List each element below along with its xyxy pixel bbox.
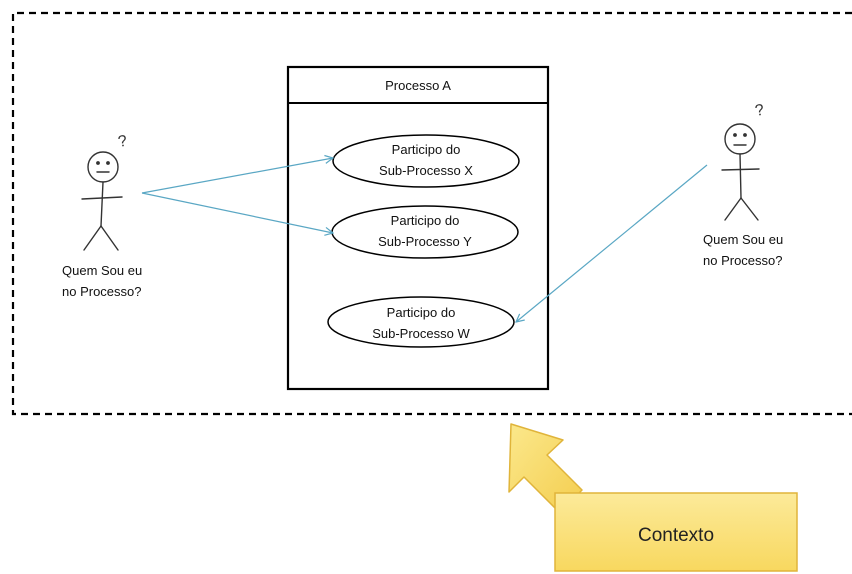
context-callout-label: Contexto (638, 525, 714, 546)
use-case-w[interactable]: Participo do Sub-Processo W (327, 296, 515, 348)
connector-left-to-y (141, 192, 333, 233)
use-case-y[interactable]: Participo do Sub-Processo Y (331, 205, 519, 259)
use-case-x[interactable]: Participo do Sub-Processo X (332, 134, 520, 188)
actor-right-label-line1: Quem Sou eu (703, 232, 783, 247)
actor-right: ? Quem Sou eu no Processo? (703, 102, 783, 268)
actor-right-label-line2: no Processo? (703, 253, 783, 268)
actor-left-label-line2: no Processo? (62, 284, 142, 299)
context-callout: Contexto (554, 492, 798, 572)
use-case-w-line2: Sub-Processo W (372, 326, 470, 341)
actor-left: ? Quem Sou eu no Processo? (62, 133, 142, 299)
use-case-w-line1: Participo do (387, 305, 456, 320)
use-case-x-line1: Participo do (392, 142, 461, 157)
connector-right-to-w (516, 164, 708, 322)
use-case-y-line1: Participo do (391, 213, 460, 228)
process-title: Processo A (385, 78, 451, 93)
actor-left-label-line1: Quem Sou eu (62, 263, 142, 278)
stick-figure-icon (721, 123, 760, 221)
connector-left-to-x (141, 158, 333, 194)
use-case-y-line2: Sub-Processo Y (378, 234, 472, 249)
stick-figure-icon (81, 151, 123, 251)
actor-right-question-mark: ? (754, 102, 766, 120)
use-case-x-line2: Sub-Processo X (379, 163, 473, 178)
context-boundary (11, 11, 852, 416)
actor-left-question-mark: ? (117, 133, 129, 151)
